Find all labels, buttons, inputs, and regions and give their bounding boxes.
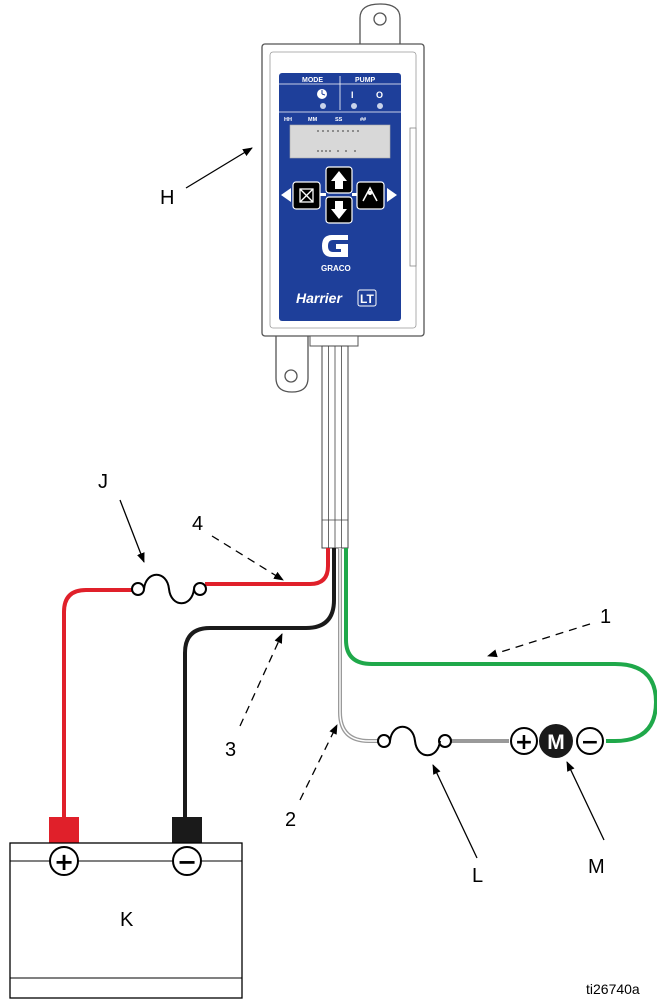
brand-name: GRACO bbox=[321, 264, 351, 273]
pump-label: PUMP bbox=[355, 77, 376, 84]
fuse-j bbox=[131, 573, 207, 605]
callout-2: 2 bbox=[285, 809, 296, 831]
callout-2-arrow bbox=[299, 724, 338, 801]
wire-1-green bbox=[344, 548, 657, 743]
stop-icon bbox=[299, 188, 314, 203]
battery-negative-terminal bbox=[172, 846, 202, 876]
down-arrow-icon bbox=[331, 201, 347, 219]
wire-4-red bbox=[205, 548, 330, 586]
callout-k: K bbox=[120, 909, 134, 931]
left-arrow-icon bbox=[281, 188, 291, 202]
graco-logo: GRACO bbox=[321, 235, 351, 273]
battery: + − K bbox=[9, 817, 243, 999]
motor-negative-terminal bbox=[576, 727, 604, 755]
mode-led bbox=[320, 103, 326, 109]
wire-3-black bbox=[183, 548, 336, 817]
time-label-hh: HH bbox=[284, 117, 292, 123]
pump-off-symbol: O bbox=[376, 90, 383, 100]
motor: + M − bbox=[510, 724, 604, 758]
fuse-l bbox=[377, 725, 452, 757]
battery-negative-post bbox=[172, 817, 202, 843]
callout-1: 1 bbox=[600, 606, 611, 628]
product-name: Harrier bbox=[296, 290, 343, 306]
callout-j-arrow bbox=[119, 499, 145, 563]
callout-3: 3 bbox=[225, 739, 236, 761]
callout-3-arrow bbox=[239, 633, 283, 727]
control-panel: MODE PUMP I O HH MM SS ## bbox=[279, 73, 401, 321]
right-arrow-icon bbox=[387, 188, 397, 202]
callout-j: J bbox=[98, 471, 108, 493]
spray-icon bbox=[362, 186, 378, 202]
mount-hole-top bbox=[373, 12, 387, 26]
time-label-hash: ## bbox=[360, 117, 366, 123]
motor-negative-symbol: − bbox=[581, 730, 599, 755]
callout-l: L bbox=[472, 865, 483, 887]
callout-4: 4 bbox=[192, 513, 203, 535]
pump-on-symbol: I bbox=[351, 90, 354, 100]
motor-positive-symbol: + bbox=[515, 730, 533, 755]
keypad bbox=[281, 166, 397, 224]
time-label-mm: MM bbox=[308, 117, 318, 123]
time-label-ss: SS bbox=[335, 117, 343, 123]
motor-positive-terminal bbox=[510, 727, 538, 755]
callout-h: H bbox=[160, 187, 174, 209]
run-button[interactable] bbox=[356, 181, 385, 210]
pump-off-led bbox=[377, 103, 383, 109]
pump-on-led bbox=[351, 103, 357, 109]
battery-negative-symbol: − bbox=[177, 848, 197, 876]
battery-positive-terminal bbox=[49, 846, 79, 876]
callout-1-arrow bbox=[487, 623, 591, 658]
callout-l-arrow bbox=[432, 764, 478, 859]
motor-body bbox=[539, 724, 573, 758]
callout-m-arrow bbox=[566, 761, 605, 841]
battery-positive-post bbox=[49, 817, 79, 843]
figure-id: ti26740a bbox=[586, 981, 640, 997]
callout-m: M bbox=[588, 856, 605, 878]
motor-label: M bbox=[547, 731, 565, 754]
callout-h-arrow bbox=[185, 147, 253, 189]
battery-positive-symbol: + bbox=[54, 848, 74, 876]
product-suffix: LT bbox=[360, 292, 374, 306]
cable-bundle bbox=[321, 345, 349, 549]
up-arrow-icon bbox=[331, 171, 347, 189]
mode-label: MODE bbox=[302, 77, 323, 84]
wire-red-battery bbox=[62, 588, 133, 817]
callout-4-arrow bbox=[211, 535, 284, 581]
lcd-display bbox=[289, 124, 391, 159]
mount-hole-bottom bbox=[284, 369, 298, 383]
